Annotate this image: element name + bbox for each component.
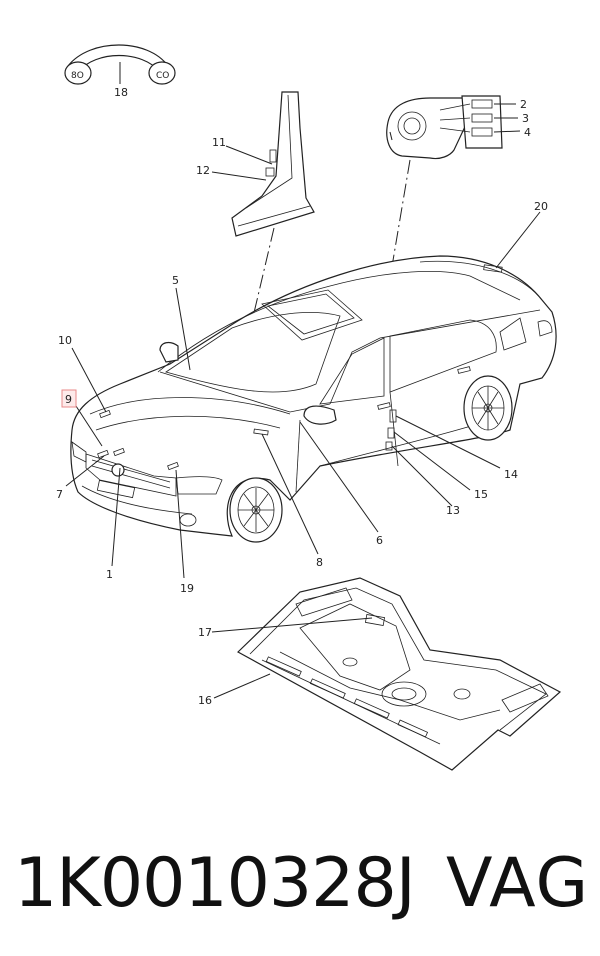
leader-lines bbox=[65, 211, 541, 699]
parts-diagram: 8O CO bbox=[56, 44, 562, 771]
callout-9-highlight bbox=[61, 389, 77, 408]
svg-text:CO: CO bbox=[156, 71, 169, 81]
callout-15: 15 bbox=[474, 488, 488, 501]
callout-14: 14 bbox=[504, 468, 518, 481]
callout-20: 20 bbox=[534, 200, 548, 213]
callout-10: 10 bbox=[58, 334, 72, 347]
floor-pan-illustration bbox=[236, 577, 562, 771]
part-number-footer: 1K0010328J VAG bbox=[0, 830, 600, 940]
grab-handle-illustration: 8O CO bbox=[64, 44, 176, 85]
brand-name: VAG bbox=[446, 844, 590, 923]
callout-5: 5 bbox=[172, 274, 179, 287]
fuel-flap-illustration bbox=[386, 95, 521, 160]
callout-16: 16 bbox=[198, 694, 212, 707]
callout-7: 7 bbox=[56, 488, 63, 501]
callout-3: 3 bbox=[522, 112, 529, 125]
callout-11: 11 bbox=[212, 136, 226, 149]
b-pillar-illustration bbox=[211, 91, 315, 237]
part-number: 1K0010328J bbox=[14, 844, 416, 923]
callout-17: 17 bbox=[198, 626, 212, 639]
callout-8: 8 bbox=[316, 556, 323, 569]
callout-18: 18 bbox=[114, 86, 128, 99]
svg-text:8O: 8O bbox=[71, 71, 84, 81]
callout-4: 4 bbox=[524, 126, 531, 139]
callout-13: 13 bbox=[446, 504, 460, 517]
callout-12: 12 bbox=[196, 164, 210, 177]
callout-19: 19 bbox=[180, 582, 194, 595]
callout-9: 9 bbox=[65, 393, 72, 406]
callout-1: 1 bbox=[106, 568, 113, 581]
callout-labels: 1 2 3 4 5 6 7 8 9 10 11 12 13 14 15 16 1… bbox=[56, 86, 548, 707]
car-illustration bbox=[70, 255, 557, 543]
callout-2: 2 bbox=[520, 98, 527, 111]
callout-6: 6 bbox=[376, 534, 383, 547]
